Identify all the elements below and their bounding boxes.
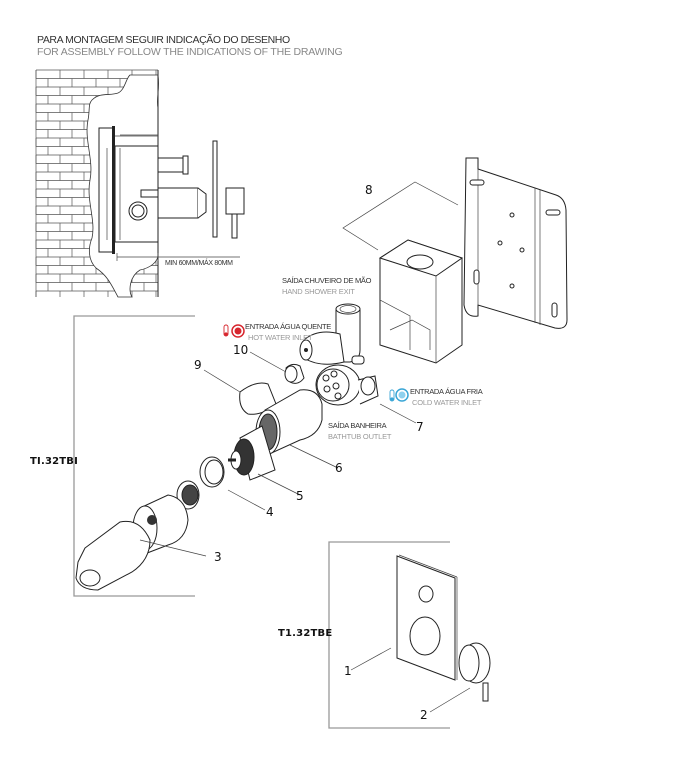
- cold-inlet-label-pt: ENTRADA ÁGUA FRIA: [410, 387, 483, 396]
- wall-section-detail: [35, 69, 245, 298]
- title-english: FOR ASSEMBLY FOLLOW THE INDICATIONS OF T…: [37, 46, 343, 58]
- part-number-6: 6: [335, 461, 343, 475]
- part-5-cartridge: [228, 425, 301, 496]
- part-4-rings: [176, 456, 266, 511]
- dimension-label: MIN 60MM/MÁX 80MM: [165, 260, 233, 267]
- model-code-internal: TI.32TBI: [30, 456, 79, 467]
- cold-inlet-label-en: COLD WATER INLET: [412, 398, 482, 407]
- part-number-1: 1: [344, 664, 352, 678]
- part-number-3: 3: [214, 550, 222, 564]
- bathtub-label-en: BATHTUB OUTLET: [328, 432, 392, 441]
- part-2-knob: [429, 642, 491, 713]
- hot-inlet-label-pt: ENTRADA ÁGUA QUENTE: [245, 322, 331, 331]
- part-number-5: 5: [296, 489, 304, 503]
- model-code-external: T1.32TBE: [278, 628, 333, 639]
- cover-plate-side: [212, 140, 218, 238]
- frame-external: [328, 541, 450, 729]
- part-number-4: 4: [266, 505, 274, 519]
- mounting-plate-side: [98, 127, 114, 253]
- part-number-8: 8: [365, 183, 373, 197]
- part-number-7: 7: [416, 420, 424, 434]
- cold-water-icon: [389, 388, 409, 402]
- frame-internal: [73, 315, 195, 597]
- handle-side: [225, 187, 245, 215]
- part-number-10: 10: [233, 343, 249, 357]
- part-8-mounting-bracket: [342, 157, 568, 364]
- part-number-9: 9: [194, 358, 202, 372]
- part-10-cap: [249, 351, 305, 384]
- title-portuguese: PARA MONTAGEM SEGUIR INDICAÇÃO DO DESENH…: [37, 34, 290, 46]
- hand-shower-label-pt: SAÍDA CHUVEIRO DE MÃO: [282, 276, 372, 285]
- hot-inlet-label-en: HOT WATER INLET: [248, 333, 313, 342]
- hot-water-icon: [223, 324, 245, 338]
- part-1-cover-plate: [350, 554, 458, 681]
- part-3-handle: [75, 494, 207, 591]
- part-9-cap: [203, 369, 277, 415]
- valve-body: [299, 303, 379, 406]
- hand-shower-label-en: HAND SHOWER EXIT: [282, 287, 355, 296]
- part-number-2: 2: [420, 708, 428, 722]
- bathtub-label-pt: SAÍDA BANHEIRA: [328, 421, 387, 430]
